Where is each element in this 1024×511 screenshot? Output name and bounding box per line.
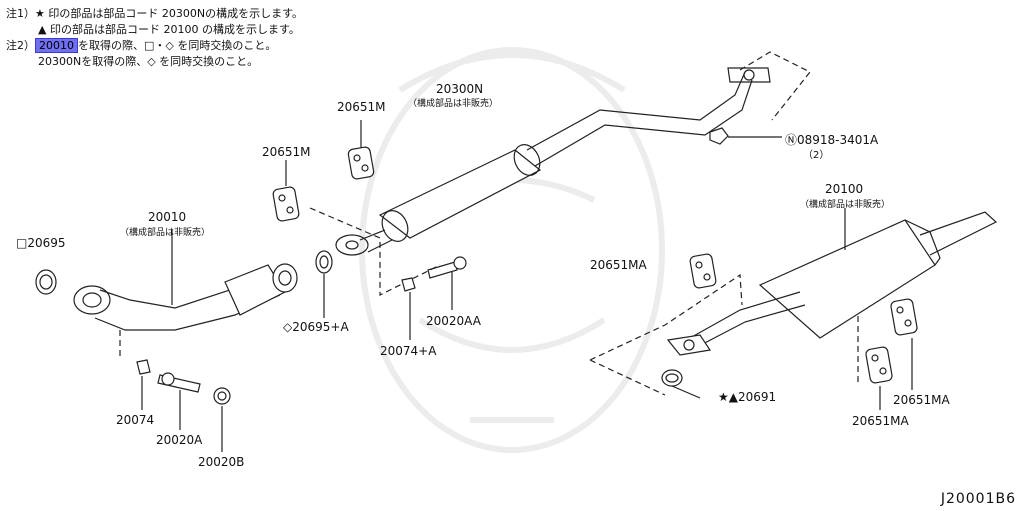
label-20020AA: 20020AA xyxy=(426,314,481,328)
notes-block: 注1）★ 印の部品は部品コード 20300Nの構成を示します。 ▲ 印の部品は部… xyxy=(6,6,303,70)
stud-bolt-20020AA[interactable] xyxy=(427,256,467,310)
hanger-20651MA-bottom[interactable] xyxy=(865,346,893,410)
label-20010: 20010 xyxy=(148,210,187,224)
gasket-20691[interactable] xyxy=(661,369,701,399)
nut-20074[interactable] xyxy=(136,359,151,410)
hanger-20651M-upper[interactable] xyxy=(347,120,375,180)
label-20300N: 20300N xyxy=(436,82,484,96)
note-1-line-1: 注1）★ 印の部品は部品コード 20300Nの構成を示します。 xyxy=(6,7,303,20)
label-20020B: 20020B xyxy=(198,455,245,469)
label-20695A: ◇20695+A xyxy=(283,320,349,334)
watermark-emblem xyxy=(359,47,665,453)
figure-id: J20001B6 xyxy=(940,491,1016,507)
label-20300N-note: （構成部品は非販売） xyxy=(408,99,499,109)
nut-20074A[interactable] xyxy=(401,277,416,340)
label-20074A: 20074+A xyxy=(380,344,437,358)
label-20100-note: （構成部品は非販売） xyxy=(800,200,891,210)
hanger-20651MA-right[interactable] xyxy=(890,298,918,390)
label-20100: 20100 xyxy=(825,182,864,196)
label-20651MA-right: 20651MA xyxy=(893,393,950,407)
label-20651M-lower: 20651M xyxy=(262,145,311,159)
label-20074: 20074 xyxy=(116,413,155,427)
note-2-line-2: 20300Nを取得の際、◇ を同時交換のこと。 xyxy=(38,55,259,68)
label-20651M-upper: 20651M xyxy=(337,100,386,114)
stud-bolt-20020A[interactable] xyxy=(157,372,201,430)
label-20020A: 20020A xyxy=(156,433,203,447)
label-08918: Ⓝ08918-3401A xyxy=(785,133,879,147)
hanger-20651M-lower[interactable] xyxy=(272,160,300,222)
label-20651MA-left: 20651MA xyxy=(590,258,647,272)
note-1-line-2: ▲ 印の部品は部品コード 20100 の構成を示します。 xyxy=(38,23,300,36)
nut-20020B[interactable] xyxy=(213,387,231,452)
highlighted-part-code[interactable]: 20010 xyxy=(35,38,78,53)
nut-08918[interactable] xyxy=(709,127,782,145)
gasket-20695[interactable] xyxy=(35,269,57,295)
hanger-20651MA-left[interactable] xyxy=(689,253,717,289)
label-20695: □20695 xyxy=(16,236,66,250)
main-muffler-20100[interactable] xyxy=(666,208,998,356)
label-20010-note: （構成部品は非販売） xyxy=(120,228,211,238)
label-20691: ★▲20691 xyxy=(718,390,777,404)
label-08918-qty: （2） xyxy=(803,150,830,161)
gasket-20695A[interactable] xyxy=(315,250,333,318)
front-pipe-catalyst-20010[interactable] xyxy=(73,230,298,331)
label-20651MA-bottom: 20651MA xyxy=(852,414,909,428)
center-muffler-20300N[interactable] xyxy=(335,67,771,256)
